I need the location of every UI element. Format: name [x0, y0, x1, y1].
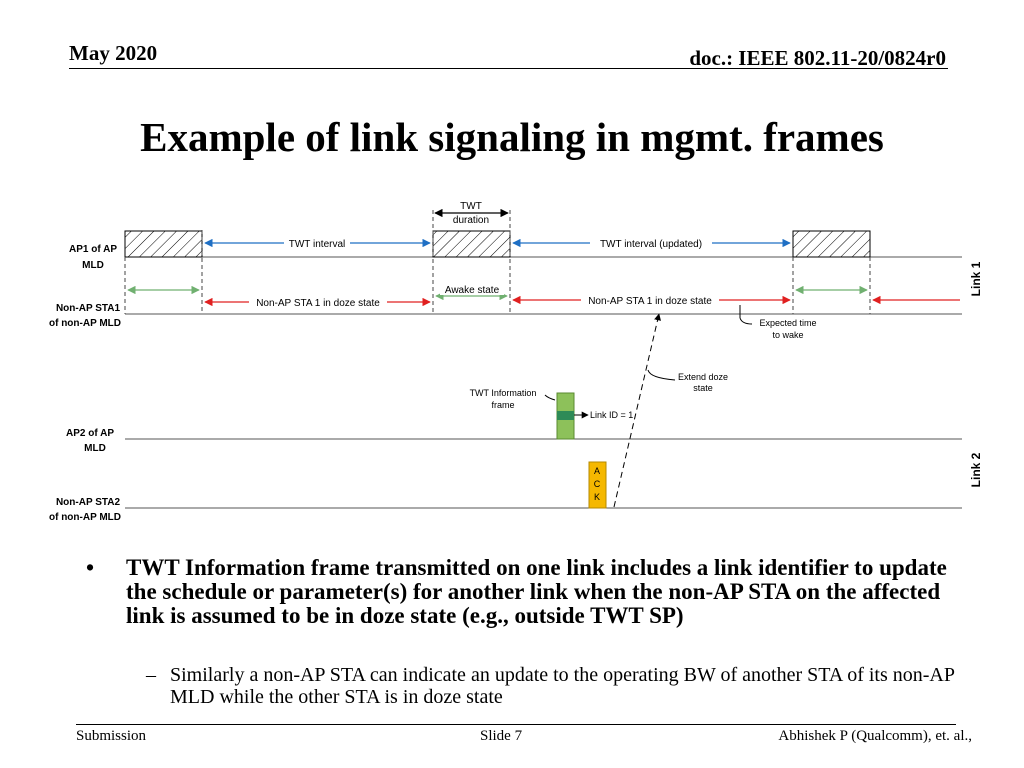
- doze-label-2-bg: [581, 294, 719, 306]
- sp-boundary-guides: [124, 210, 871, 314]
- twt-interval-label-bg: [284, 237, 350, 249]
- ack-letter-k: K: [594, 492, 600, 502]
- bullet-dot: •: [86, 555, 95, 580]
- link-id-label: Link ID = 1: [590, 410, 633, 420]
- header-date: May 2020: [69, 41, 158, 65]
- header-doc-id: doc.: IEEE 802.11-20/0824r0: [689, 46, 946, 70]
- sta2-label-line1: Non-AP STA2: [56, 497, 121, 508]
- ap2-label-line1: AP2 of AP: [66, 428, 114, 439]
- extend-doze-callout: [647, 369, 676, 381]
- doze-state-label-2: Non-AP STA 1 in doze state: [588, 296, 712, 307]
- expected-wake-label-line2: to wake: [772, 330, 803, 340]
- footer-rule: [76, 724, 956, 725]
- ap2-label-line2: MLD: [84, 443, 106, 454]
- sub-bullet-dash: –: [146, 664, 156, 686]
- twt-duration-label-line1: TWT: [460, 201, 482, 212]
- doze-state-label-1: Non-AP STA 1 in doze state: [256, 298, 380, 309]
- ack-letter-c: C: [594, 479, 601, 489]
- twt-sp-3: [792, 230, 871, 258]
- twt-sp-1: [124, 230, 203, 258]
- link2-label: Link 2: [969, 452, 983, 487]
- twt-interval-updated-label-bg: [590, 237, 712, 249]
- twt-interval-label: TWT interval: [289, 239, 346, 250]
- ack-frame: [588, 461, 607, 509]
- twt-info-frame-label-line2: frame: [491, 400, 514, 410]
- footer-submission: Submission: [76, 728, 147, 744]
- bullet-main-text: TWT Information frame transmitted on one…: [126, 555, 947, 628]
- twt-info-frame-label-line1: TWT Information: [470, 388, 537, 398]
- header-rule: [69, 68, 948, 69]
- link-id-field: [557, 411, 574, 420]
- expected-wake-label-line1: Expected time: [759, 318, 816, 328]
- twt-sp-2: [432, 230, 511, 258]
- awake-state-label: Awake state: [445, 285, 500, 296]
- ack-letter-a: A: [594, 466, 600, 476]
- slide-title: Example of link signaling in mgmt. frame…: [140, 114, 884, 160]
- ap1-label-line2: MLD: [82, 260, 104, 271]
- twt-link-signaling-diagram: AP1 of AP MLD Non-AP STA1 of non-AP MLD …: [49, 201, 983, 523]
- sta1-label-line2: of non-AP MLD: [49, 318, 121, 329]
- extend-doze-label-line1: Extend doze: [678, 372, 728, 382]
- ap1-label-line1: AP1 of AP: [69, 244, 117, 255]
- footer-slide-number: Slide 7: [480, 728, 523, 744]
- footer-author: Abhishek P (Qualcomm), et. al.,: [778, 728, 972, 744]
- link1-label: Link 1: [969, 261, 983, 296]
- extend-doze-dashed-line: [613, 313, 661, 508]
- sta1-label-line1: Non-AP STA1: [56, 303, 121, 314]
- sta2-label-line2: of non-AP MLD: [49, 512, 121, 523]
- twt-duration-label-line2: duration: [453, 215, 489, 226]
- awake-label-bg: [440, 284, 504, 295]
- twt-interval-updated-label: TWT interval (updated): [600, 239, 702, 250]
- bullet-sub-text: Similarly a non-AP STA can indicate an u…: [170, 664, 955, 708]
- doze-label-1-bg: [249, 296, 387, 308]
- extend-doze-label-line2: state: [693, 383, 713, 393]
- expected-wake-callout: [739, 317, 753, 325]
- twt-info-frame-callout: [544, 394, 556, 401]
